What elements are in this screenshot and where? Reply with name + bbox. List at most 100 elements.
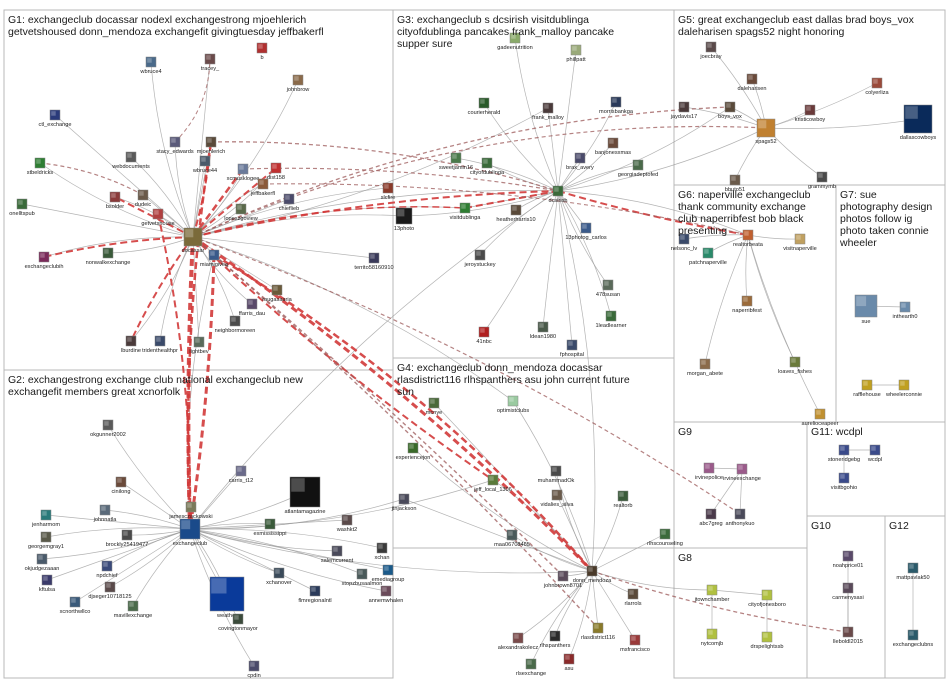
- node-exmissisippi[interactable]: exmississippi: [254, 518, 287, 537]
- node-inthearth0[interactable]: inthearth0: [893, 301, 918, 320]
- node-tridentheathpr[interactable]: tridenthealthpr: [142, 335, 178, 354]
- node-stacy-edwards[interactable]: stacy_edwards: [156, 136, 194, 155]
- node-anthonykuo[interactable]: anthonykuo: [726, 508, 755, 527]
- node-exchangeclubih[interactable]: exchangeclubih: [25, 251, 64, 270]
- node-jaydavis17[interactable]: jaydavis17: [670, 101, 697, 120]
- node-xchanover[interactable]: xchanover: [266, 567, 292, 586]
- node-ffarris-dau[interactable]: ffarris_dau: [239, 298, 265, 317]
- node-carmenysasi[interactable]: carmenysasi: [832, 582, 864, 601]
- node-nelsonc-lv[interactable]: nelsonc_lv: [671, 233, 698, 252]
- node-brax-avery[interactable]: brax_avery: [566, 152, 594, 171]
- node-irvineexchange[interactable]: irvineexchange: [723, 463, 761, 482]
- node-joecbray[interactable]: joecbray: [699, 41, 722, 60]
- node-colyerliza[interactable]: colyerliza: [865, 77, 890, 96]
- node-b[interactable]: b: [256, 42, 268, 61]
- node-exchangeclub[interactable]: exchangeclub: [173, 518, 208, 547]
- node-13photog-carlos[interactable]: 13photog_carlos: [565, 222, 607, 241]
- node-cinilong[interactable]: cinilong: [112, 476, 131, 495]
- node-jeroystuckey[interactable]: jeroystuckey: [463, 249, 496, 268]
- node-courierherald[interactable]: courierherald: [468, 97, 501, 116]
- node-neighborrmoreen[interactable]: neighbormoreen: [215, 315, 256, 334]
- node-banjonesxmas[interactable]: banjonesxmas: [595, 137, 631, 156]
- node-irvinepolice[interactable]: irvinepolice: [695, 462, 723, 481]
- node-stbeldricks[interactable]: stbeldricks: [27, 157, 54, 176]
- node-lightbev[interactable]: lightbev: [189, 336, 209, 355]
- node-jamesczackowski[interactable]: jamesczackowski: [168, 501, 213, 520]
- node-johnnatla[interactable]: johnnatla: [93, 504, 118, 523]
- node-41nbc[interactable]: 41nbc: [476, 326, 492, 345]
- node-visitnaperville[interactable]: visitnaperville: [783, 233, 817, 252]
- node-daleharisen[interactable]: daleharisen: [738, 73, 767, 92]
- node-heatherharris10[interactable]: heatherharris10: [496, 204, 536, 223]
- node-morrisbankga[interactable]: morrisbankga: [599, 96, 634, 115]
- node-dist158[interactable]: dist158: [267, 162, 285, 181]
- node-asu[interactable]: asu: [563, 653, 575, 672]
- node-docassar[interactable]: docassar: [182, 227, 205, 254]
- node-atlantamagazine[interactable]: atlantamagazine: [284, 476, 326, 515]
- node-478susan[interactable]: 478susan: [596, 279, 620, 298]
- node-jtownchamber[interactable]: jtownchamber: [694, 584, 730, 603]
- node-nytcomjb[interactable]: nytcomjb: [701, 628, 723, 647]
- node-rlarrols[interactable]: rlarrols: [624, 588, 642, 607]
- node-xchan[interactable]: xchan: [375, 542, 390, 561]
- node-jenharmom[interactable]: jenharmom: [31, 509, 60, 528]
- node-frank-malloy[interactable]: frank_malloy: [532, 102, 564, 121]
- node-johnbrow[interactable]: johnbrow: [286, 74, 311, 93]
- node-georgiadeptofed[interactable]: georgiadeptofed: [618, 159, 658, 178]
- node-visitdublinga[interactable]: visitdublinga: [450, 202, 482, 221]
- node-mcnye[interactable]: mcnye: [426, 397, 442, 416]
- node-abc7greg[interactable]: abc7greg: [699, 508, 723, 527]
- node-cityofdublinga[interactable]: cityofdublinga: [470, 157, 505, 176]
- node-noahprice01[interactable]: noahprice01: [833, 550, 864, 569]
- node-salemcurrent[interactable]: salemcurrent: [321, 545, 354, 564]
- node-ctl-exchange[interactable]: ctl_exchange: [39, 109, 72, 128]
- node-exchangeclubns[interactable]: exchangeclubns: [893, 629, 934, 648]
- node-alexandrakolecz[interactable]: alexandrakolecz: [498, 632, 539, 651]
- node-johnbrown8701[interactable]: johnbrown8701: [543, 570, 582, 589]
- node-rafflehouse[interactable]: rafflehouse: [853, 379, 881, 398]
- node-weather[interactable]: weather: [209, 576, 245, 619]
- node-t3photo[interactable]: 13photo: [394, 207, 414, 232]
- node-realtorb[interactable]: realtorb: [614, 490, 633, 509]
- node-webdocuments[interactable]: webdocuments: [111, 151, 150, 170]
- node-brockly[interactable]: brockly25419477: [106, 529, 149, 548]
- node-suewheeler[interactable]: sue: [854, 294, 878, 325]
- node-spags52[interactable]: spags52: [755, 118, 777, 145]
- node-kristicowboy[interactable]: kristicowboy: [795, 104, 826, 123]
- node-lleboldl2015[interactable]: lleboldl2015: [833, 626, 863, 645]
- node-onelltspub[interactable]: onelltspub: [9, 198, 35, 217]
- node-okjudgezaaan[interactable]: okjudgezaaan: [25, 553, 60, 572]
- node-getvetshoused[interactable]: getvetshouse: [141, 208, 175, 227]
- node-okgunner2002[interactable]: okgunner2002: [90, 419, 126, 438]
- node-npdchief[interactable]: npdchief: [96, 560, 118, 579]
- node-annemwhalen[interactable]: annemwhalen: [369, 585, 404, 604]
- node-1leadlearner[interactable]: 1leadlearner: [595, 310, 627, 329]
- node-jonesboro[interactable]: cityofjonesboro: [748, 589, 786, 608]
- node-naperribfest[interactable]: naperribfest: [732, 295, 762, 314]
- node-kftulsa[interactable]: kftulsa: [39, 574, 56, 593]
- node-visitbgohio[interactable]: visitbgohio: [831, 472, 857, 491]
- node-bsolder[interactable]: bsolder: [106, 191, 124, 210]
- node-lopeszgoview[interactable]: lopeszgoview: [224, 203, 259, 222]
- node-stoneridgebg[interactable]: stoneridgebg: [828, 444, 860, 463]
- node-dudeic[interactable]: dudeic: [135, 189, 152, 208]
- node-rlhscounseling[interactable]: rlhscounseling: [647, 528, 683, 547]
- node-fphospital[interactable]: fphospital: [560, 339, 584, 358]
- node-muhammadok[interactable]: muhammadOk: [538, 465, 575, 484]
- node-boys-vox[interactable]: boys_vox: [718, 101, 742, 120]
- node-dallascowboys[interactable]: dallascowboys: [900, 104, 937, 141]
- node-mjoehlerich[interactable]: mjoehlerich: [197, 136, 226, 155]
- node-slcfire[interactable]: slcfire: [381, 182, 396, 201]
- node-msfrancisco[interactable]: msfrancisco: [620, 634, 650, 653]
- node-lburdine[interactable]: lburdine: [121, 335, 141, 354]
- node-optimistclubs[interactable]: optimistclubs: [497, 395, 530, 414]
- node-loaves-fishes[interactable]: loaves_fishes: [778, 356, 812, 375]
- node-morgan-abete[interactable]: morgan_abete: [687, 358, 723, 377]
- node-xcnorthwllco[interactable]: xcnorthwllco: [60, 596, 91, 615]
- node-maa06708465[interactable]: maa06708465: [494, 529, 530, 548]
- node-cpdin[interactable]: cpdin: [247, 660, 261, 679]
- node-rlasdistrict116[interactable]: rlasdistrict116: [581, 622, 615, 641]
- node-dcsirish[interactable]: dcsirish: [549, 185, 568, 204]
- node-jeffbakerfl[interactable]: jeffbakerfl: [250, 178, 275, 197]
- node-jeff-local-1306[interactable]: jeff_local_1306: [473, 474, 512, 493]
